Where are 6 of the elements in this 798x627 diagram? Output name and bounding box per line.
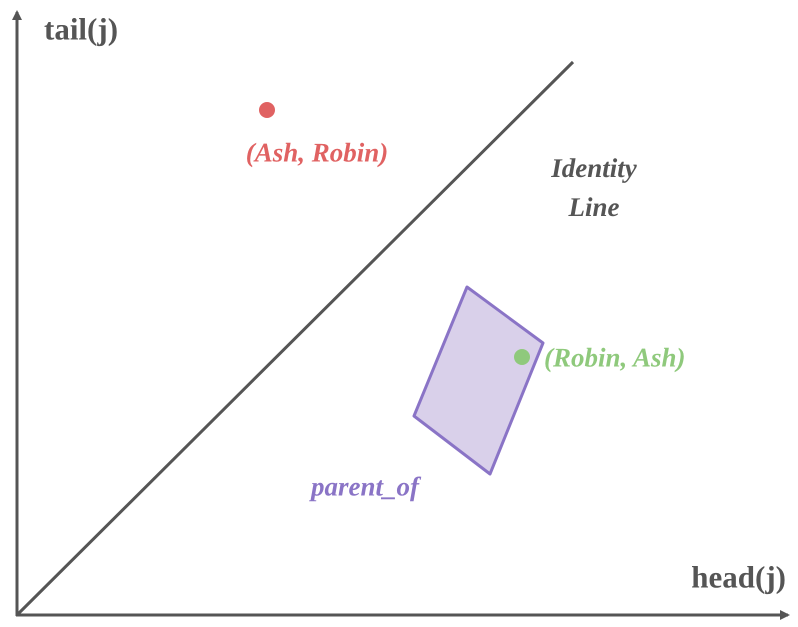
axis-label: head(j) (691, 558, 786, 597)
point-label: (Robin, Ash) (544, 341, 686, 374)
region-label: parent_of (311, 467, 419, 507)
line-label: Identity Line (550, 152, 638, 224)
point-label: (Ash, Robin) (246, 136, 388, 170)
axis-label: tail(j) (44, 10, 118, 49)
